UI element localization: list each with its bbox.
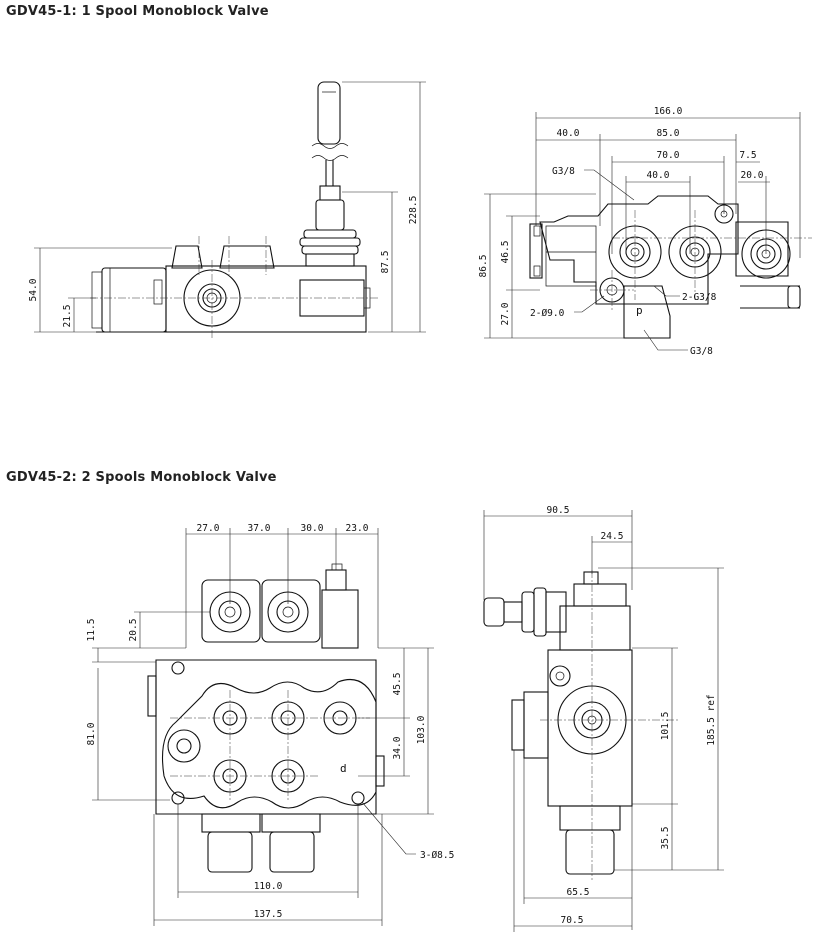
dim-left-offset: 40.0 <box>557 128 580 139</box>
dim-upper-right: 45.5 <box>392 673 403 696</box>
dim-top-offset: 24.5 <box>601 531 624 542</box>
dim-mid-width: 85.0 <box>657 128 680 139</box>
callout-port-bottom: G3/8 <box>690 346 713 357</box>
dim-side-overall-width: 90.5 <box>547 505 570 516</box>
dim-bolt-span: 110.0 <box>254 881 283 892</box>
dim-right-offset: 7.5 <box>739 150 756 161</box>
section-title-spool1: GDV45-1: 1 Spool Monoblock Valve <box>6 4 269 19</box>
dim-span-d: 23.0 <box>346 523 369 534</box>
mount-hole-a <box>171 661 185 675</box>
dim-side-body-height: 101.5 <box>660 712 671 741</box>
side-view-1: 228.5 87.5 54.0 21.5 <box>28 81 426 340</box>
dim-axis-height: 21.5 <box>62 305 73 328</box>
svg-text:d: d <box>340 762 347 775</box>
dim-inner-span: 40.0 <box>647 170 670 181</box>
dim-right-port: 20.0 <box>741 170 764 181</box>
dim-side-base-width: 65.5 <box>567 887 590 898</box>
dim-total-height: 228.5 <box>408 196 419 225</box>
side-body-2 <box>547 649 633 807</box>
dim-front-overall-height: 86.5 <box>478 255 489 278</box>
drawing-1-spool: 228.5 87.5 54.0 21.5 166.0 40.0 85.0 70.… <box>28 81 812 357</box>
dim-left-height: 81.0 <box>86 722 97 745</box>
dim-front-overall-height: 103.0 <box>416 715 427 744</box>
callout-mount-holes-2: 3-Ø8.5 <box>420 850 454 861</box>
dim-port-offset: 20.5 <box>128 619 139 642</box>
front-body-outline <box>539 195 739 305</box>
dim-handle-height: 87.5 <box>380 251 391 274</box>
front-view-1: 166.0 40.0 85.0 70.0 7.5 40.0 20.0 G3/8 <box>478 106 812 357</box>
side-view-2: 90.5 24.5 101.5 35. <box>483 505 724 932</box>
section-title-spool2: GDV45-2: 2 Spools Monoblock Valve <box>6 470 277 485</box>
dim-front-overall-width: 137.5 <box>254 909 283 920</box>
dim-span-a: 27.0 <box>197 523 220 534</box>
dim-small-offset: 11.5 <box>86 619 97 642</box>
dim-side-overall-base: 70.5 <box>561 915 584 926</box>
callout-port-top: G3/8 <box>552 166 575 177</box>
dim-upper-height: 46.5 <box>500 241 511 264</box>
upper-port-b <box>267 591 309 633</box>
svg-text:p: p <box>636 304 643 317</box>
dim-port-span: 70.0 <box>657 150 680 161</box>
dim-side-lower-height: 35.5 <box>660 827 671 850</box>
dim-span-c: 30.0 <box>301 523 324 534</box>
dim-lower-height: 27.0 <box>500 302 511 325</box>
callout-port-side: 2-G3/8 <box>682 292 717 303</box>
mount-hole-b <box>171 791 185 805</box>
handle-knob <box>317 81 341 145</box>
port-right <box>741 229 791 279</box>
dim-body-height: 54.0 <box>28 278 39 301</box>
dim-lower-right: 34.0 <box>392 736 403 759</box>
dim-side-overall-height: 185.5 ref <box>706 694 717 745</box>
front-body-2 <box>155 659 377 815</box>
dim-span-b: 37.0 <box>248 523 271 534</box>
dim-overall-width: 166.0 <box>654 106 683 117</box>
callout-mount-holes: 2-Ø9.0 <box>530 308 565 319</box>
front-view-2: 27.0 37.0 30.0 23.0 <box>86 523 454 926</box>
